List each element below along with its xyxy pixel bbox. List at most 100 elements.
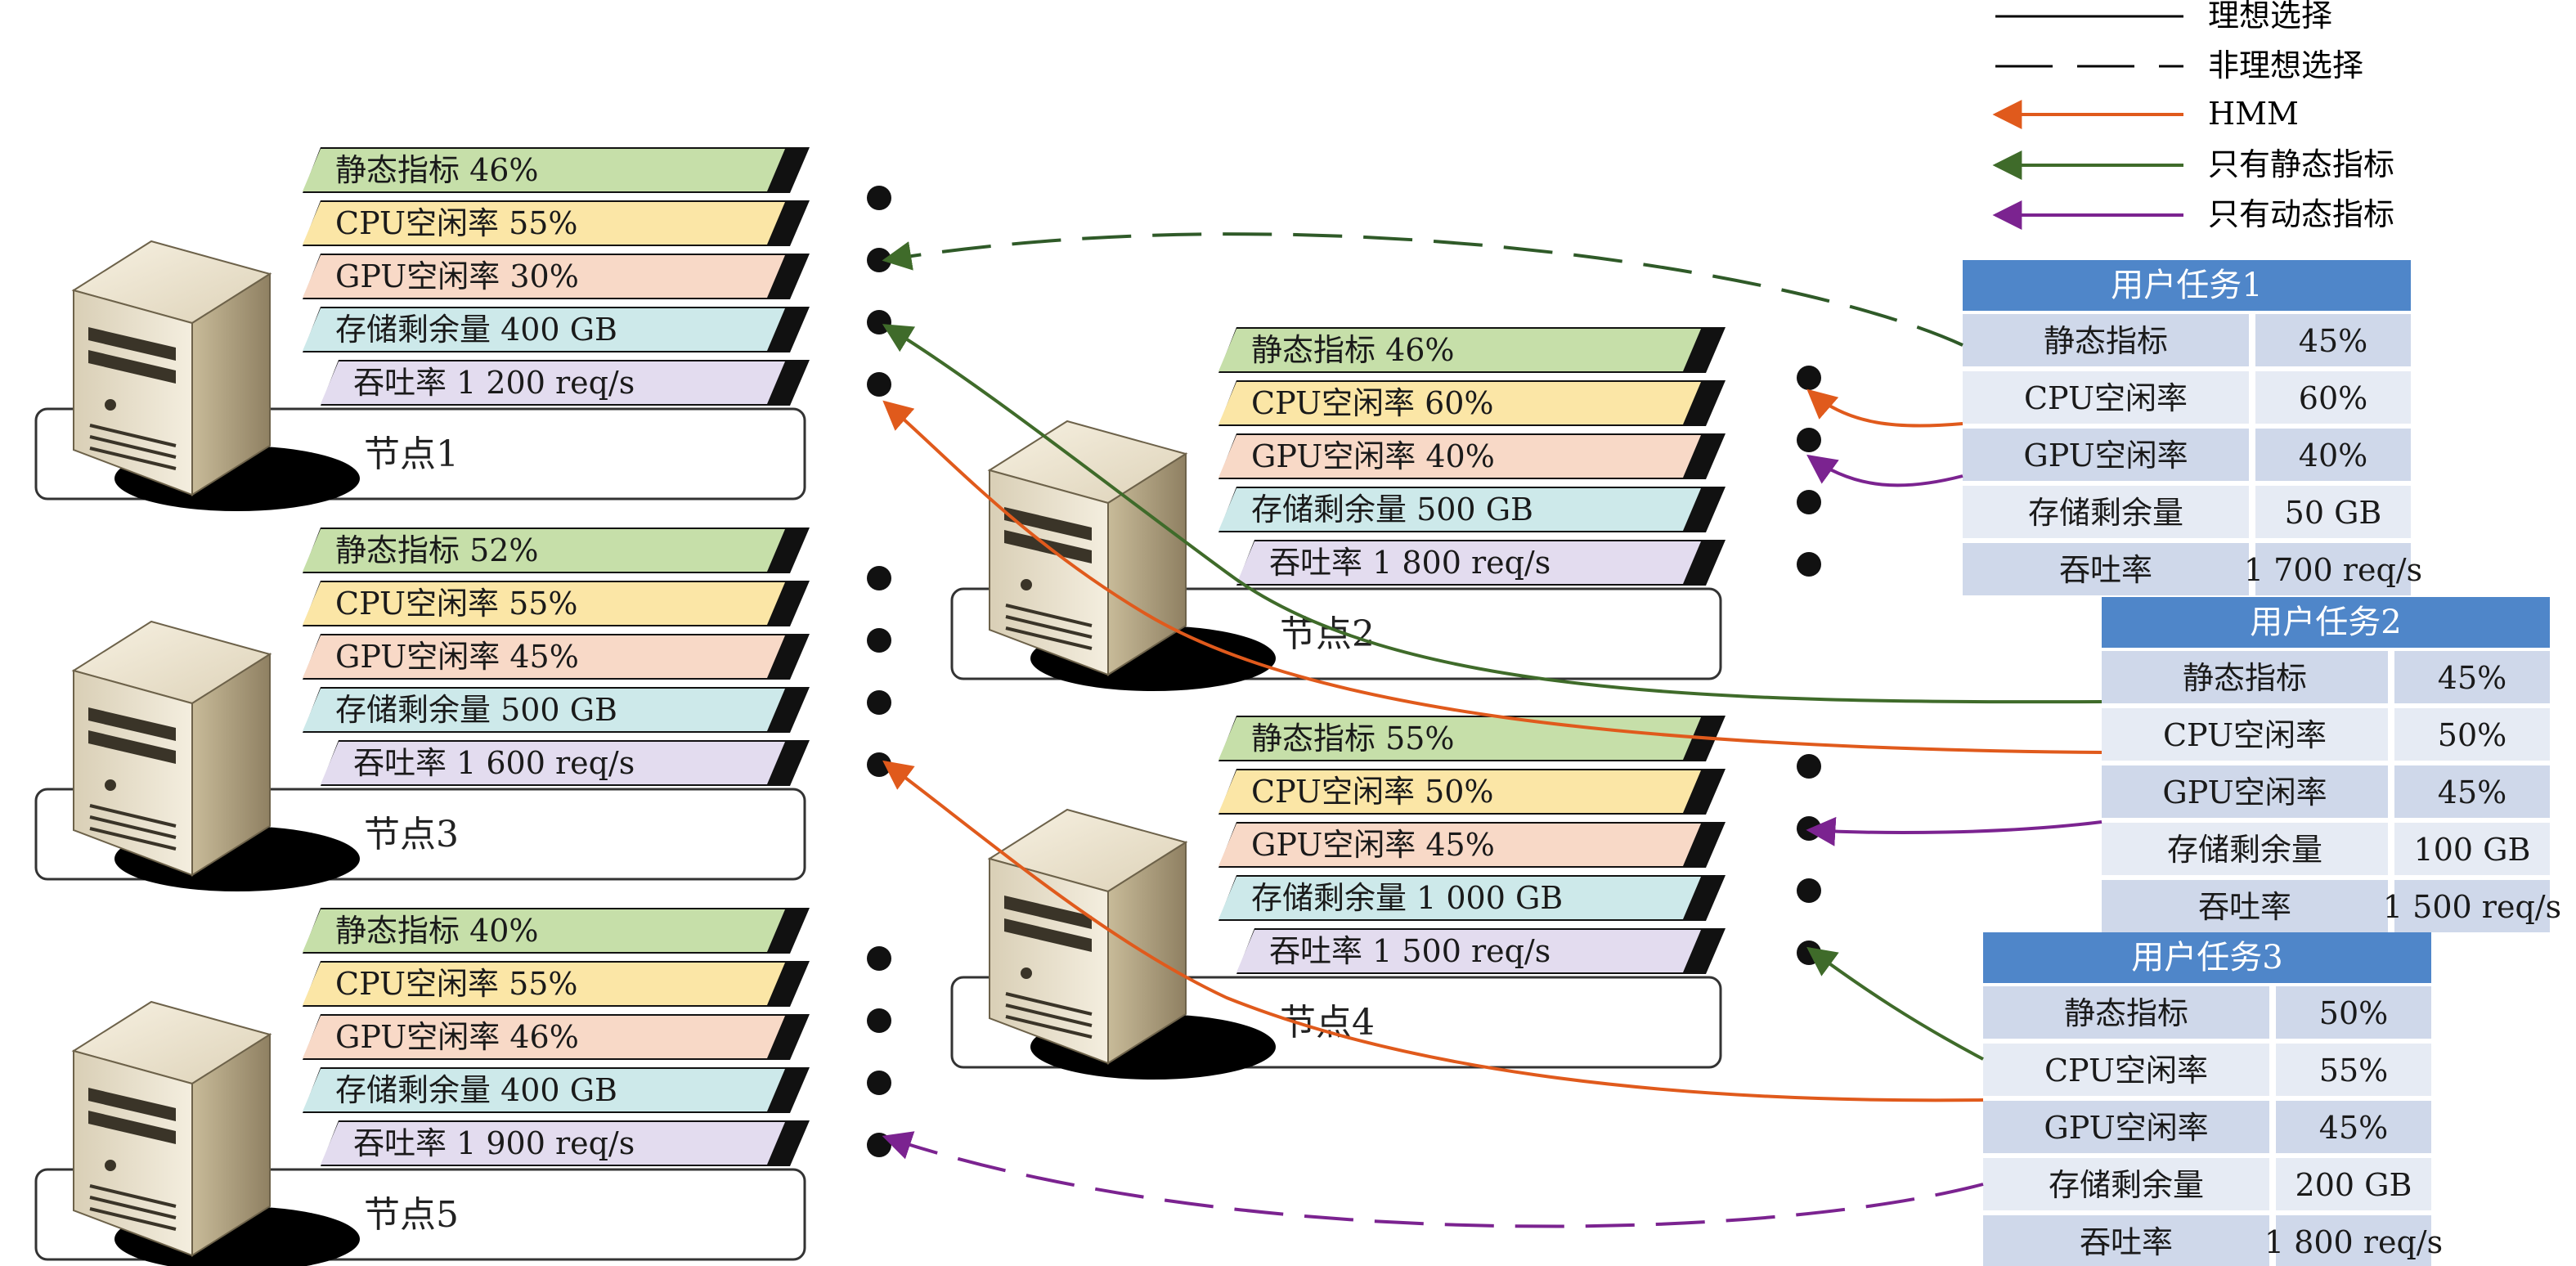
task-row-label: 存储剩余量 [2028, 495, 2183, 531]
server-vent [1005, 1003, 1093, 1027]
task-cell-value-bg [2276, 1215, 2431, 1266]
metric-stripe [1218, 770, 1701, 813]
task-cell-label-bg [2102, 765, 2388, 818]
metric-stripe [303, 582, 785, 625]
legend-item-dynamic-only: 只有动态指标 [1992, 196, 2394, 232]
metric-stripe [303, 202, 785, 245]
connection-task1-node2-dynamic [1806, 454, 1963, 487]
task-row-label: CPU空闲率 [2044, 1053, 2208, 1089]
task-row-label: 吞吐率 [2059, 552, 2152, 588]
server-drive-bay [88, 350, 176, 384]
server-vent [89, 827, 177, 851]
legend-item-static-only: 只有静态指标 [1992, 146, 2394, 182]
metric-stripe [303, 255, 785, 298]
legend-label: 只有静态指标 [2208, 146, 2394, 182]
legend-item-hmm: HMM [1992, 96, 2299, 132]
task-row-label: 存储剩余量 [2167, 832, 2322, 868]
server-drive-bay [88, 730, 176, 764]
task-row-label: GPU空闲率 [2162, 774, 2327, 810]
metric-stripe [1218, 382, 1701, 424]
node-name-label: 节点2 [1280, 613, 1375, 655]
metric-stripe [1218, 824, 1701, 866]
task-row-label: 静态指标 [2064, 995, 2188, 1031]
task-cell-label-bg [2102, 880, 2388, 932]
task-cell-label-bg [1983, 1215, 2269, 1266]
legend-label: HMM [2208, 96, 2299, 132]
task-cell-value-bg [2394, 651, 2550, 703]
metric-stripe [1218, 488, 1701, 531]
metric-label: CPU空闲率 60% [1251, 385, 1494, 421]
metric-stripe [303, 635, 785, 678]
connection-dot [1797, 941, 1821, 965]
server-vent [89, 424, 177, 447]
task-row-value: 50% [2438, 717, 2506, 753]
server-drive-bay [88, 1111, 176, 1144]
task-cell-label-bg [1963, 429, 2249, 481]
server-power-led [105, 1160, 116, 1171]
task-row-value: 45% [2319, 1110, 2388, 1146]
server-power-led [1021, 967, 1032, 979]
task-cell-value-bg [2276, 986, 2431, 1039]
connection-dot [867, 186, 891, 210]
task-cell-value-bg [2394, 708, 2550, 761]
metric-label: 吞吐率 1 200 req/s [353, 365, 635, 401]
server-vent [89, 447, 177, 470]
node-name-label: 节点3 [364, 814, 459, 855]
server-vent [89, 804, 177, 828]
server-drive-bay [1004, 507, 1092, 541]
connection-dot [867, 1071, 891, 1095]
metric-stripe [321, 361, 785, 404]
metric-label: GPU空闲率 46% [335, 1019, 579, 1055]
connection-dot [1797, 490, 1821, 514]
server-icon [71, 1000, 360, 1266]
server-icon [71, 620, 360, 891]
task-cell-value-bg [2276, 1101, 2431, 1153]
task-row-value: 1 500 req/s [2383, 889, 2561, 925]
node-name-label: 节点1 [364, 433, 459, 475]
connection-dot [1797, 366, 1821, 390]
metric-stripe [1218, 329, 1701, 371]
metric-label: 吞吐率 1 800 req/s [1269, 545, 1551, 581]
legend-label: 非理想选择 [2208, 47, 2363, 83]
connection-dot [867, 1008, 891, 1033]
task-row-label: GPU空闲率 [2023, 438, 2188, 474]
task-cell-value-bg [2255, 314, 2411, 366]
task-title: 用户任务3 [2131, 939, 2282, 976]
task-title: 用户任务1 [2111, 267, 2262, 304]
metric-label: 静态指标 55% [1251, 721, 1455, 756]
metric-stripe [1236, 930, 1701, 972]
metric-stripe [303, 308, 785, 351]
task-row-value: 45% [2299, 323, 2367, 359]
metric-stripe [303, 1069, 785, 1111]
task-header [1983, 932, 2431, 983]
task-row-label: CPU空闲率 [2024, 380, 2188, 416]
task-cell-label-bg [1983, 1044, 2269, 1096]
connection-task3-node4-static [1806, 946, 1984, 1061]
server-icon [71, 240, 360, 511]
task-cell-value-bg [2255, 486, 2411, 538]
metric-label: 吞吐率 1 600 req/s [353, 745, 635, 781]
connection-dot [867, 1133, 891, 1157]
server-drive-bay [1004, 918, 1092, 952]
connection-task2-node1-static [882, 324, 2103, 704]
task-cell-value-bg [2394, 823, 2550, 875]
metric-label: 存储剩余量 1 000 GB [1251, 880, 1563, 916]
metric-label: CPU空闲率 55% [335, 966, 578, 1002]
server-drive-bay [88, 707, 176, 741]
connection-dot [867, 372, 891, 397]
metric-stripe [303, 1016, 785, 1058]
connection-dot [1797, 552, 1821, 577]
task-row-value: 1 800 req/s [2264, 1224, 2443, 1260]
metric-label: 静态指标 52% [335, 532, 539, 568]
metric-label: 吞吐率 1 500 req/s [1269, 933, 1551, 969]
metric-label: GPU空闲率 45% [335, 639, 579, 675]
